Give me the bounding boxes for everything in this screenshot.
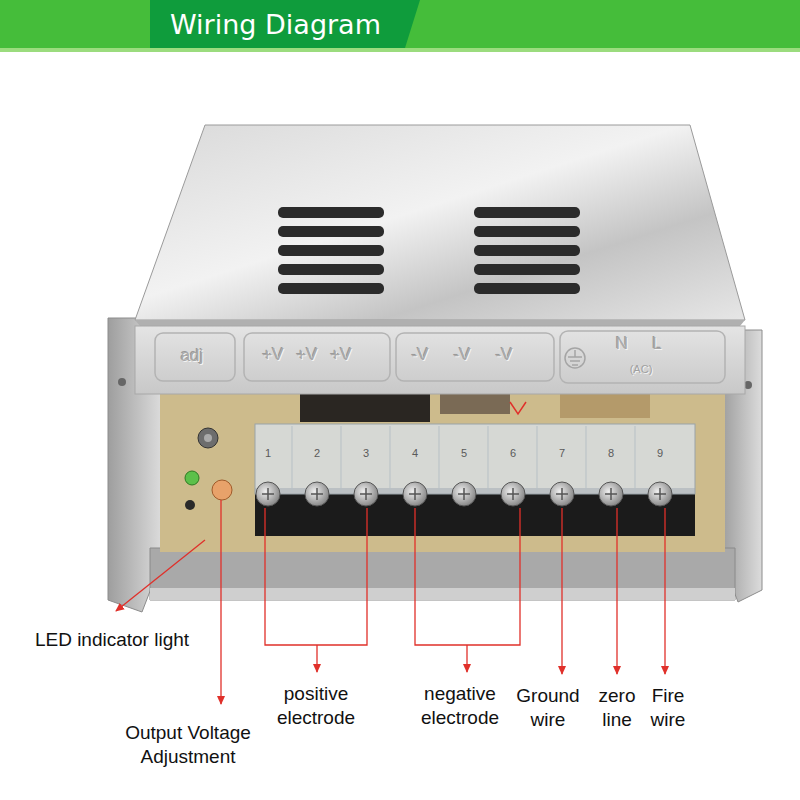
board-mark	[510, 402, 526, 414]
base-edge	[150, 588, 735, 600]
header-band	[0, 0, 800, 48]
component	[185, 500, 195, 510]
callout-label: zero line	[591, 684, 643, 732]
terminal-number: 2	[307, 447, 327, 460]
cover-edge	[135, 320, 745, 326]
leader-line	[116, 540, 205, 611]
emboss-frame	[155, 333, 235, 381]
panel-marking: adj	[170, 346, 214, 366]
terminal-rib	[488, 426, 489, 492]
panel-embossing	[155, 331, 725, 383]
component	[300, 392, 430, 422]
panel-marking: +V	[256, 345, 290, 365]
emboss-frame	[396, 333, 554, 381]
leader-line	[220, 500, 221, 704]
terminal-rib	[537, 426, 538, 492]
terminal-rib	[341, 426, 342, 492]
callout-label: LED indicator light	[7, 628, 217, 652]
leader-line	[616, 508, 617, 674]
panel-marking: -V	[444, 345, 480, 365]
terminal-number: 7	[552, 447, 572, 460]
panel-marking: L	[645, 334, 669, 354]
vent-slot	[474, 283, 580, 294]
leader-line	[664, 508, 665, 674]
terminal-number: 1	[258, 447, 278, 460]
circuit-board	[160, 392, 725, 552]
callout-label: negative electrode	[404, 682, 516, 730]
leader-line	[316, 645, 317, 672]
screw-slots	[262, 488, 666, 500]
panel-marking: -V	[402, 345, 438, 365]
voltage-trimmer	[212, 480, 232, 500]
vent-slot	[474, 207, 580, 218]
top-cover	[135, 125, 745, 320]
adjust-potentiometer	[198, 428, 218, 448]
screw-slot	[262, 488, 666, 500]
diagram-title: Wiring Diagram	[170, 9, 381, 40]
header-tab	[150, 0, 420, 48]
terminal-number: 3	[356, 447, 376, 460]
bracket-line	[265, 508, 367, 645]
base-plate	[150, 548, 735, 600]
terminal-number: 9	[650, 447, 670, 460]
callout-label: positive electrode	[260, 682, 372, 730]
terminal-rib	[390, 426, 391, 492]
mount-hole	[118, 378, 126, 386]
leader-lines	[116, 500, 665, 704]
terminal-rib	[586, 426, 587, 492]
vent-slot	[278, 226, 384, 237]
ground-symbol	[565, 348, 585, 368]
vent-slots	[278, 207, 580, 294]
callout-label: Ground wire	[502, 684, 594, 732]
terminal-number: 6	[503, 447, 523, 460]
panel-marking: +V	[324, 345, 358, 365]
emboss-frame	[244, 333, 390, 381]
ground-symbol	[568, 350, 582, 365]
component	[560, 392, 650, 418]
leader-line	[466, 645, 467, 672]
terminal-rib	[292, 426, 293, 492]
vent-slot	[278, 207, 384, 218]
panel-marking: -V	[486, 345, 522, 365]
vent-slot	[278, 264, 384, 275]
panel-marking: N	[610, 334, 634, 354]
panel-marking: +V	[290, 345, 324, 365]
leader-line	[561, 508, 562, 674]
header-strip	[0, 48, 800, 52]
vent-slot	[474, 226, 580, 237]
vent-slot	[278, 283, 384, 294]
emboss-frame	[560, 331, 725, 383]
terminal-number: 4	[405, 447, 425, 460]
callout-label: Output Voltage Adjustment	[102, 721, 274, 769]
terminal-number: 5	[454, 447, 474, 460]
led-indicator	[185, 471, 199, 485]
terminal-number: 8	[601, 447, 621, 460]
vent-slot	[474, 264, 580, 275]
adjust-potentiometer	[204, 434, 212, 442]
panel-marking: (AC)	[619, 363, 663, 376]
vent-slot	[474, 245, 580, 256]
terminal-rib	[635, 426, 636, 492]
terminal-screws	[256, 482, 672, 506]
ground-symbol	[565, 348, 585, 368]
vent-slot	[278, 245, 384, 256]
component	[440, 392, 510, 414]
bracket-line	[415, 508, 520, 645]
callout-label: Fire wire	[642, 684, 694, 732]
terminal-rib	[439, 426, 440, 492]
front-panel	[135, 326, 745, 394]
